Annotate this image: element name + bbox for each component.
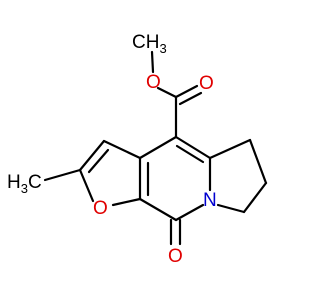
- label-furan-oxygen: O: [93, 198, 108, 219]
- label-furan-methyl-sub: 3: [21, 181, 28, 196]
- label-lactam-nitrogen: N: [203, 190, 217, 211]
- bond-c2-methyl: [43, 168, 82, 182]
- bond-ch3-oester: [150, 50, 155, 74]
- label-furan-methyl-h: H: [7, 172, 21, 193]
- label-lactam-oxygen: O: [168, 246, 183, 267]
- bond-c5-c6: [208, 138, 252, 160]
- label-ester-methyl-sub: 3: [159, 41, 166, 56]
- label-ester-methyl: CH3: [132, 32, 167, 56]
- bond-oester-ccarbonyl: [156, 86, 178, 99]
- structure-canvas: CH3 O O H3C O N O: [7, 32, 268, 267]
- label-ester-methyl-ch: CH: [132, 32, 159, 53]
- label-furan-methyl-c: C: [28, 172, 42, 193]
- bond-c7-c8: [242, 181, 268, 214]
- bond-ofuran-c8a: [111, 197, 142, 207]
- label-furan-methyl: H3C: [7, 172, 42, 196]
- bond-c3-c2-double-b: [87, 148, 110, 174]
- bond-c4-c5-double-a: [174, 135, 212, 160]
- bond-c9-c8a: [138, 197, 178, 222]
- bond-ester-carbonyl-double-b: [178, 91, 203, 106]
- bond-layer: [43, 50, 268, 246]
- bond-c8-n: [216, 203, 246, 214]
- bond-ester-carbonyl-double-a: [174, 84, 199, 99]
- bond-c3-c2-double-a: [78, 139, 106, 172]
- bond-c4a-c3: [102, 139, 142, 160]
- molecule-drawing: CH3 O O H3C O N O: [7, 32, 268, 267]
- bond-c2-ofuran: [78, 168, 95, 203]
- bond-n-c9: [174, 203, 205, 222]
- bond-c6-c7: [248, 138, 268, 185]
- label-ester-carbonyl-oxygen: O: [199, 73, 214, 94]
- bond-c4-c5-double-b: [175, 144, 205, 164]
- label-ester-ether-oxygen: O: [146, 72, 161, 93]
- bond-c4-c4a: [138, 135, 178, 160]
